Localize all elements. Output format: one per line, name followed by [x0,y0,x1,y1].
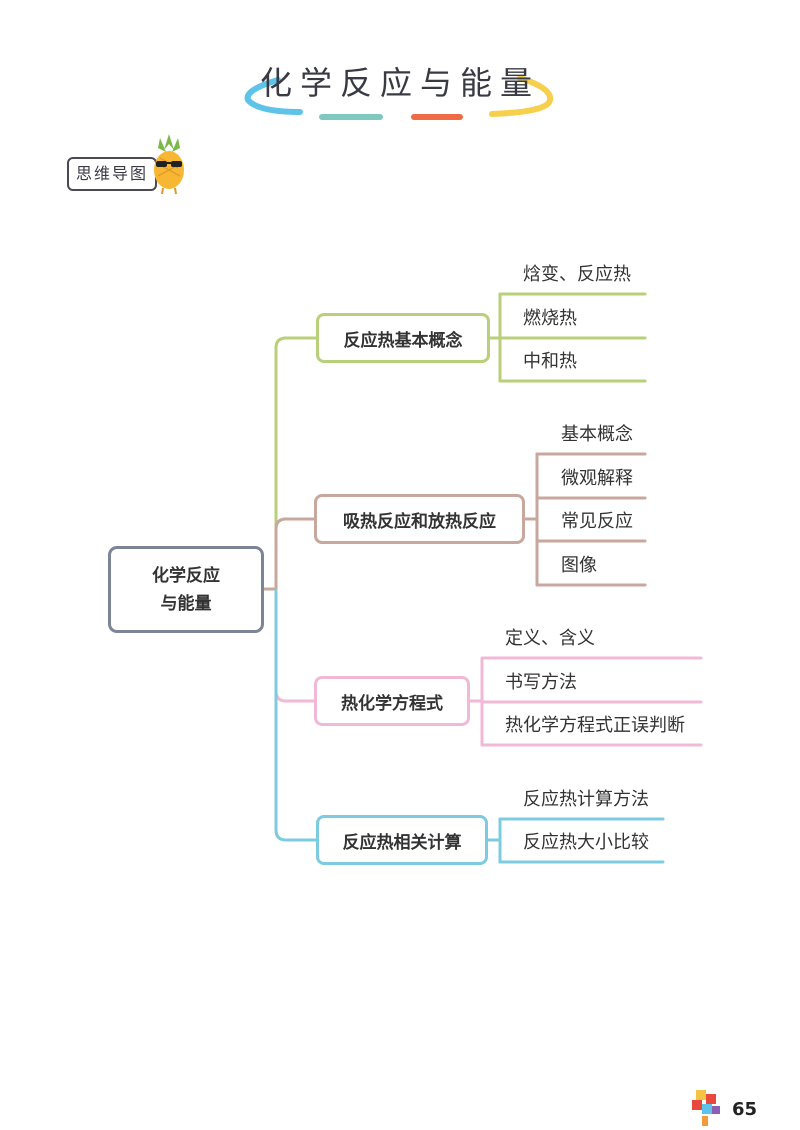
branch-node: 吸热反应和放热反应 [314,494,525,544]
leaf-item: 反应热计算方法 [523,789,649,810]
leaf-item: 中和热 [523,351,577,372]
leaf-item: 定义、含义 [505,628,595,649]
branch-connector [274,589,316,842]
mindmap-tag: 思维导图 [67,157,157,191]
title-arc-left-blue [244,77,303,115]
branch-node: 热化学方程式 [314,676,470,726]
branch-node: 反应热基本概念 [316,313,490,363]
leaf-item: 图像 [561,555,597,576]
branch-node: 反应热相关计算 [316,815,488,865]
leaf-item: 微观解释 [561,468,633,489]
leaf-item: 基本概念 [561,424,633,445]
logo-icon [692,1090,720,1126]
leaf-item: 书写方法 [505,672,577,693]
pineapple-mascot-icon [154,134,184,195]
branch-connector [274,336,316,589]
branch-connector [274,589,314,703]
leaf-item: 燃烧热 [523,308,577,329]
page-number: 65 [732,1099,758,1120]
leaf-item: 常见反应 [561,511,633,532]
leaf-item: 反应热大小比较 [523,832,649,853]
leaf-item: 热化学方程式正误判断 [505,715,685,736]
title-decoration [244,75,554,120]
branch-connector [274,517,314,589]
root-label-line2: 与能量 [160,593,212,614]
page-title: 化学反应与能量 [259,64,540,102]
title-arc-right-yellow [489,75,554,117]
root-node: 化学反应 与能量 [108,546,264,633]
root-label-line1: 化学反应 [152,565,220,586]
leaf-item: 焓变、反应热 [523,264,631,285]
